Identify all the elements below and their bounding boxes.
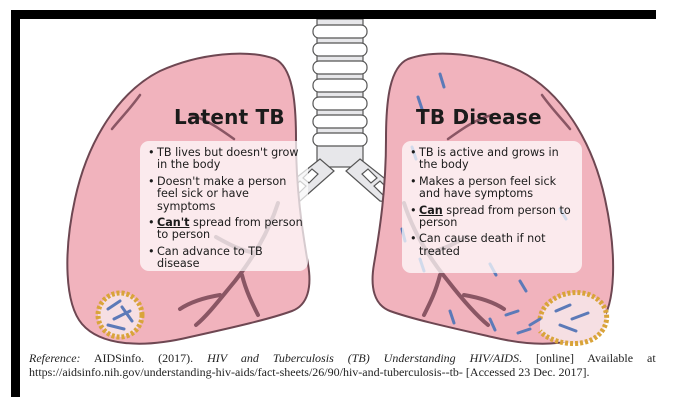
latent-fact-item: Can advance to TB disease [148, 246, 304, 271]
disease-fact-item: Can cause death if not treated [410, 233, 578, 258]
reference-label: Reference: [29, 351, 81, 365]
tb-disease-facts: TB is active and grows in the body Makes… [402, 141, 582, 273]
left-granuloma [98, 293, 142, 337]
figure-frame: Latent TB TB Disease TB lives but doesn'… [11, 10, 656, 397]
latent-fact-item: Doesn't make a person feel sick or have … [148, 176, 304, 213]
reference-citation: Reference: AIDSinfo. (2017). HIV and Tub… [29, 352, 656, 379]
latent-fact-item: TB lives but doesn't grow in the body [148, 147, 304, 172]
lungs-diagram: Latent TB TB Disease TB lives but doesn'… [20, 19, 656, 397]
disease-fact-item: Can spread from person to person [410, 205, 578, 230]
latent-tb-facts: TB lives but doesn't grow in the body Do… [140, 141, 308, 271]
disease-fact-item: Makes a person feel sick and have sympto… [410, 176, 578, 201]
latent-fact-item: Can't spread from person to person [148, 217, 304, 242]
disease-fact-item: TB is active and grows in the body [410, 147, 578, 172]
tb-disease-heading: TB Disease [416, 105, 542, 129]
reference-title: HIV and Tuberculosis (TB) Understanding … [207, 351, 519, 365]
reference-source: AIDSinfo. (2017). [81, 351, 208, 365]
latent-tb-heading: Latent TB [174, 105, 285, 129]
